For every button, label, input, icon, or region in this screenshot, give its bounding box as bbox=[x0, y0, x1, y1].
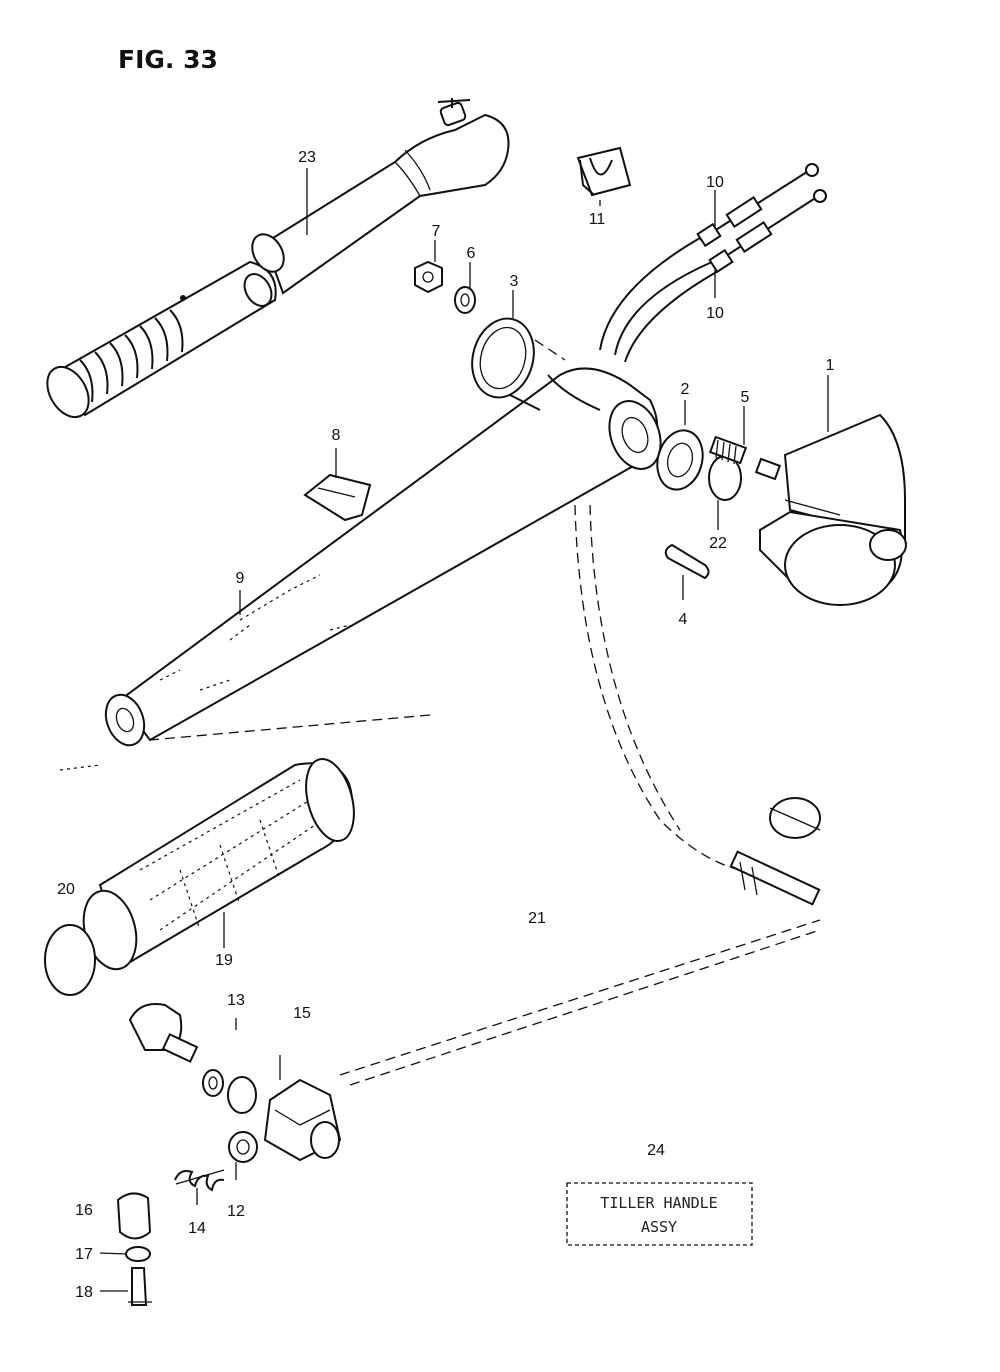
part-stud-bolt bbox=[128, 1003, 199, 1063]
part-5-stud bbox=[708, 435, 782, 481]
part-10-throttle-cables bbox=[599, 163, 827, 363]
callout-7: 7 bbox=[432, 223, 441, 240]
callout-18: 18 bbox=[75, 1284, 93, 1301]
callout-15: 15 bbox=[293, 1005, 311, 1022]
part-16-knob bbox=[116, 1192, 152, 1240]
callout-20: 20 bbox=[57, 881, 75, 898]
callout-2: 2 bbox=[681, 381, 690, 398]
callout-6: 6 bbox=[467, 245, 476, 262]
part-4-pin bbox=[664, 543, 710, 580]
callout-10-lower: 10 bbox=[706, 305, 724, 322]
callout-19: 19 bbox=[215, 952, 233, 969]
tiller-handle-assy-box: TILLER HANDLE ASSY bbox=[566, 1182, 753, 1246]
callout-4: 4 bbox=[679, 611, 688, 628]
callout-8: 8 bbox=[332, 427, 341, 444]
part-11-clip bbox=[576, 146, 632, 197]
part-21-shaft bbox=[339, 797, 821, 1086]
figure-title: FIG. 33 bbox=[118, 45, 218, 74]
callout-labels: 1 2 3 4 5 6 7 8 9 10 10 11 12 13 14 15 1… bbox=[57, 149, 834, 1301]
callout-23: 23 bbox=[298, 149, 316, 166]
part-15-friction-block bbox=[263, 1055, 342, 1162]
part-17-washer bbox=[125, 1246, 151, 1262]
callout-22: 22 bbox=[709, 535, 727, 552]
callout-13: 13 bbox=[227, 992, 245, 1009]
part-9-tiller-arm bbox=[104, 367, 662, 747]
part-6-washer bbox=[454, 286, 476, 314]
part-18-screw bbox=[128, 1267, 152, 1306]
part-8-plate bbox=[303, 473, 372, 522]
leader-lines bbox=[99, 168, 829, 1292]
part-3-ring bbox=[471, 317, 566, 399]
part-19-grip-sleeve bbox=[98, 758, 355, 967]
part-23-tiller-grip-tube bbox=[46, 98, 510, 419]
part-14-spring bbox=[174, 1169, 225, 1192]
callout-16: 16 bbox=[75, 1202, 93, 1219]
part-1-bracket-housing bbox=[759, 413, 907, 606]
callout-1: 1 bbox=[826, 357, 835, 374]
assy-box-line-1: TILLER HANDLE bbox=[600, 1194, 717, 1212]
callout-9: 9 bbox=[236, 570, 245, 587]
cable-routing-line bbox=[574, 504, 741, 871]
callout-11: 11 bbox=[589, 211, 606, 228]
callout-10-upper: 10 bbox=[706, 174, 724, 191]
part-12-collar bbox=[228, 1131, 258, 1163]
callout-5: 5 bbox=[741, 389, 750, 406]
callout-24: 24 bbox=[647, 1142, 665, 1159]
callout-3: 3 bbox=[510, 273, 519, 290]
callout-14: 14 bbox=[188, 1220, 206, 1237]
callout-21: 21 bbox=[528, 910, 546, 927]
callout-12: 12 bbox=[227, 1203, 245, 1220]
part-22-ring bbox=[708, 455, 742, 501]
callout-17: 17 bbox=[75, 1246, 93, 1263]
part-20-end-cap bbox=[44, 889, 138, 996]
part-13-washer bbox=[202, 1069, 257, 1114]
assy-box-line-2: ASSY bbox=[641, 1218, 677, 1236]
part-2-bushing bbox=[656, 429, 704, 491]
part-7-nut bbox=[414, 260, 443, 294]
